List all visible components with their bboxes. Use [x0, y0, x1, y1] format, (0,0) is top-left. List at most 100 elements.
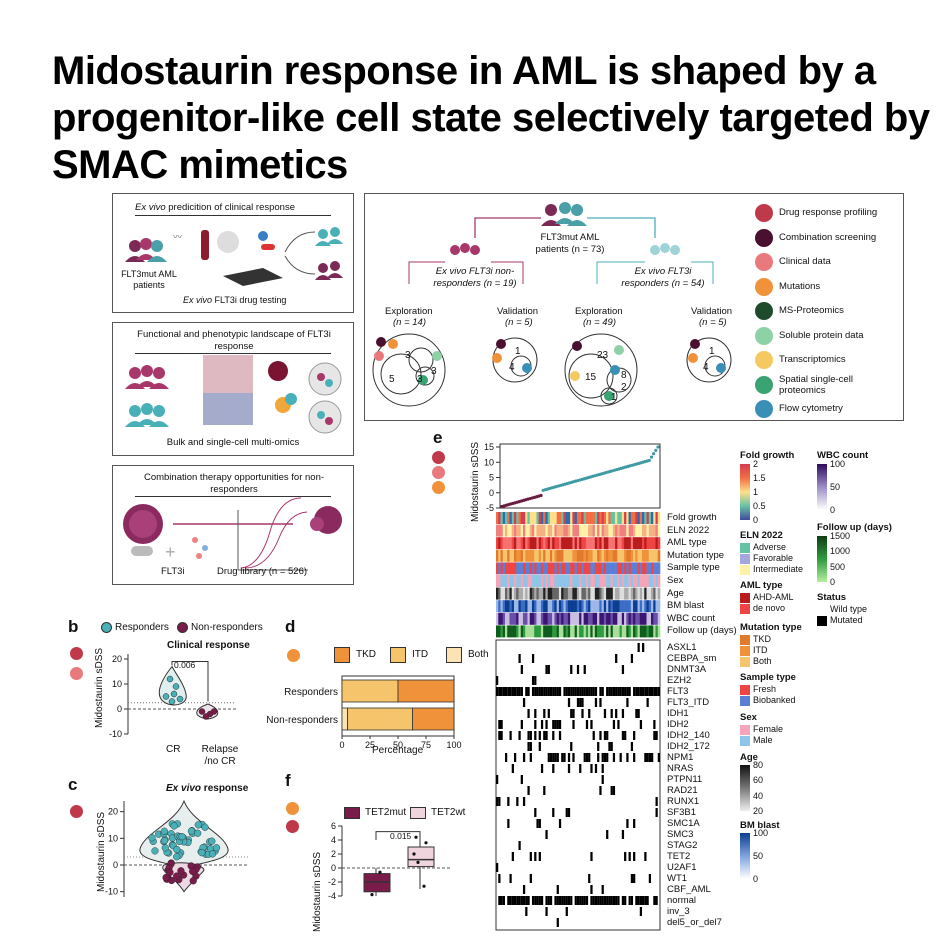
- heat-cell: [576, 625, 580, 638]
- data-type-dot: [286, 820, 299, 833]
- heat-cell: [496, 537, 499, 550]
- mutation-cell: [507, 797, 510, 806]
- legend-label: de novo: [753, 603, 786, 613]
- data-type-dot: [432, 451, 445, 464]
- heat-cell: [624, 537, 627, 550]
- heat-cell: [626, 575, 629, 587]
- mutation-cell: [500, 720, 503, 729]
- heat-cell: [563, 524, 566, 537]
- heat-cell: [642, 575, 645, 587]
- heat-cell: [592, 575, 596, 587]
- heat-cell: [590, 612, 593, 625]
- heat-cell: [561, 625, 564, 638]
- heat-cell: [585, 512, 589, 524]
- gene-label: NRAS: [667, 763, 694, 774]
- heat-cell: [545, 549, 548, 562]
- mutation-cell: [545, 731, 548, 740]
- panel-a-landscape: Functional and phenotypic landscape of F…: [112, 322, 354, 456]
- plot-frame: [499, 443, 661, 509]
- venn-count: 15: [585, 372, 597, 383]
- heat-cell: [592, 625, 596, 638]
- mutation-cell: [556, 720, 559, 729]
- heat-cell: [561, 537, 564, 550]
- heat-cell: [536, 512, 539, 524]
- mutation-cell: [552, 720, 555, 729]
- heat-cell: [642, 587, 645, 600]
- heat-cell: [565, 512, 569, 524]
- mutation-cell: [563, 753, 566, 762]
- mutation-cell: [588, 687, 591, 696]
- cohort-dots: [374, 337, 726, 401]
- mutation-cell: [496, 775, 499, 784]
- heat-cell: [527, 575, 530, 587]
- venn-count: 4: [509, 362, 515, 373]
- xcat-label: CR: [166, 744, 181, 755]
- heat-cell: [608, 549, 611, 562]
- heat-cell: [619, 612, 623, 625]
- heat-cell: [592, 562, 596, 575]
- data-point: [189, 877, 197, 885]
- heat-cell: [522, 524, 526, 537]
- heat-cell: [651, 537, 654, 550]
- mutation-cell: [507, 896, 510, 905]
- mutation-cell: [509, 731, 512, 740]
- mutation-cell: [601, 753, 604, 762]
- heat-cell: [657, 524, 661, 537]
- heat-cell: [511, 625, 515, 638]
- gene-label: normal: [667, 895, 697, 906]
- heat-cell: [558, 612, 562, 625]
- mutation-cell: [509, 896, 512, 905]
- legend-title: ELN 2022: [740, 530, 783, 541]
- heat-cell: [599, 537, 602, 550]
- mutation-cell: [581, 687, 584, 696]
- heat-cell: [509, 587, 513, 600]
- mutation-cell: [558, 731, 562, 740]
- mutation-cell: [552, 753, 555, 762]
- heat-cell: [579, 562, 582, 575]
- mutation-cell: [637, 643, 640, 652]
- mutation-cell: [552, 687, 555, 696]
- data-point: [162, 693, 170, 700]
- heat-cell: [563, 549, 566, 562]
- mutation-cell: [556, 687, 559, 696]
- heat-cell: [579, 575, 582, 587]
- heat-cell: [547, 600, 551, 613]
- heat-cell: [621, 625, 625, 638]
- heat-cell: [579, 524, 582, 537]
- data-point: [177, 867, 185, 875]
- heat-cell: [635, 625, 638, 638]
- heat-cell: [531, 600, 535, 613]
- mutation-cell: [653, 896, 656, 905]
- heat-cell: [502, 587, 506, 600]
- mutation-cell: [608, 687, 611, 696]
- heat-cell: [624, 587, 627, 600]
- heat-cell: [599, 587, 602, 600]
- heat-cell: [610, 562, 614, 575]
- heat-cell: [624, 512, 627, 524]
- heat-cell: [561, 562, 564, 575]
- heat-cell: [583, 512, 587, 524]
- color-bar-tick: 0: [830, 577, 836, 587]
- heat-cell: [574, 625, 578, 638]
- heat-cell: [585, 612, 589, 625]
- heat-cell: [576, 549, 580, 562]
- heat-cell: [496, 512, 499, 524]
- mutation-cell: [540, 720, 544, 729]
- heat-cell: [639, 562, 643, 575]
- heat-cell: [536, 537, 539, 550]
- heat-cell: [574, 537, 578, 550]
- mutation-cell: [538, 731, 541, 740]
- legend-swatch: [817, 605, 827, 615]
- legend-item: Mutations: [755, 276, 900, 298]
- heat-cell: [626, 512, 629, 524]
- data-point: [654, 448, 658, 452]
- heat-cell: [538, 612, 542, 625]
- gene-label: ASXL1: [667, 642, 697, 653]
- mutation-cell: [527, 731, 530, 740]
- heat-cell: [520, 537, 524, 550]
- heat-cell: [653, 537, 656, 550]
- heat-cell: [531, 524, 535, 537]
- mutation-cell: [516, 896, 519, 905]
- heat-cell: [619, 600, 623, 613]
